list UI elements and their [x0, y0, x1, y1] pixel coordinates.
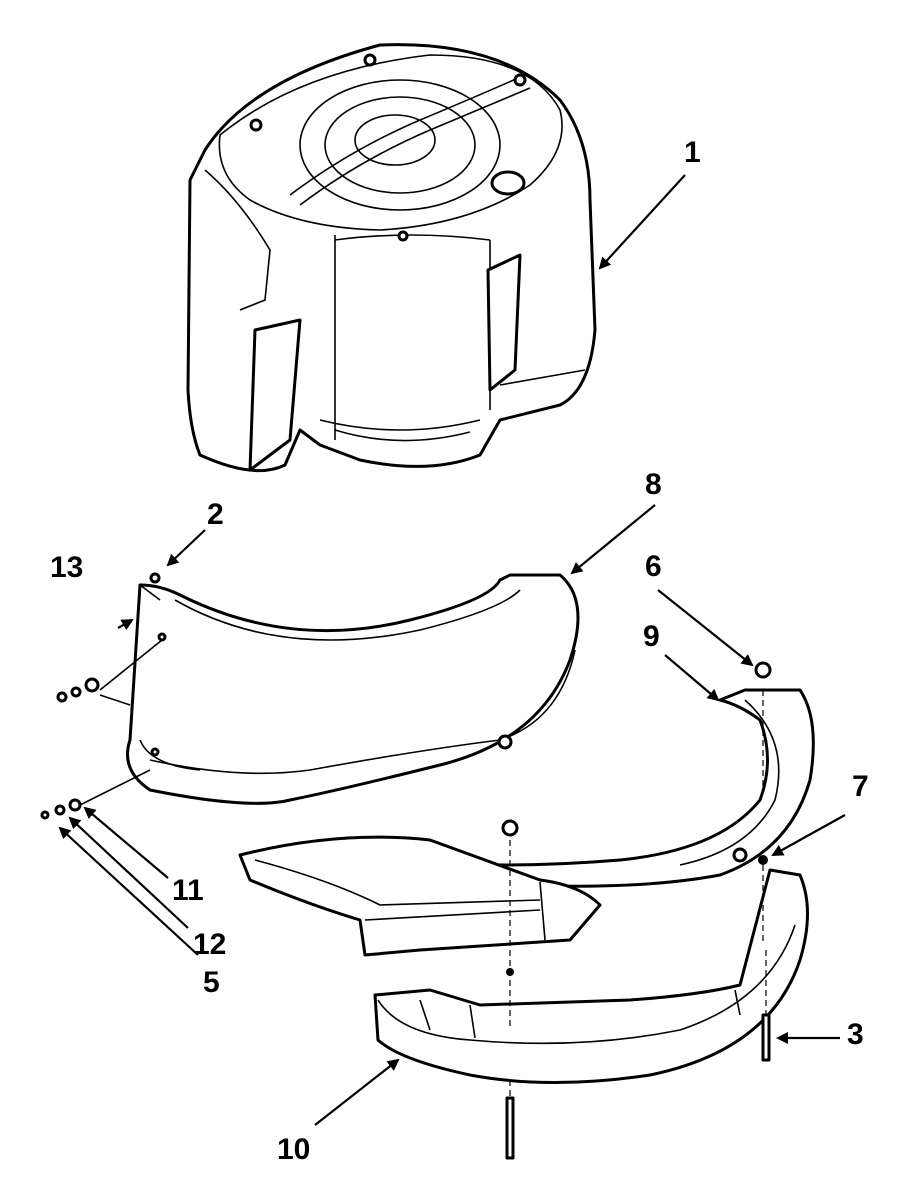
upper-shroud: [126, 573, 580, 805]
callout-7: 7: [852, 770, 869, 803]
callout-12: 12: [193, 928, 227, 961]
callout-1: 1: [684, 136, 701, 169]
callout-13: 13: [50, 551, 84, 584]
callout-11: 11: [172, 874, 204, 907]
hardware: [40, 572, 772, 1160]
callout-6: 6: [645, 550, 662, 583]
callout-10: 10: [277, 1133, 311, 1166]
callout-2: 2: [207, 498, 224, 531]
callout-5: 5: [203, 966, 220, 999]
lower-shroud: [373, 868, 809, 1084]
callout-9: 9: [643, 620, 660, 653]
deflector: [238, 835, 602, 957]
engine-housing: [186, 43, 597, 473]
callout-8: 8: [645, 468, 662, 501]
callout-3: 3: [847, 1018, 864, 1051]
leader-lines: [58, 174, 846, 1126]
